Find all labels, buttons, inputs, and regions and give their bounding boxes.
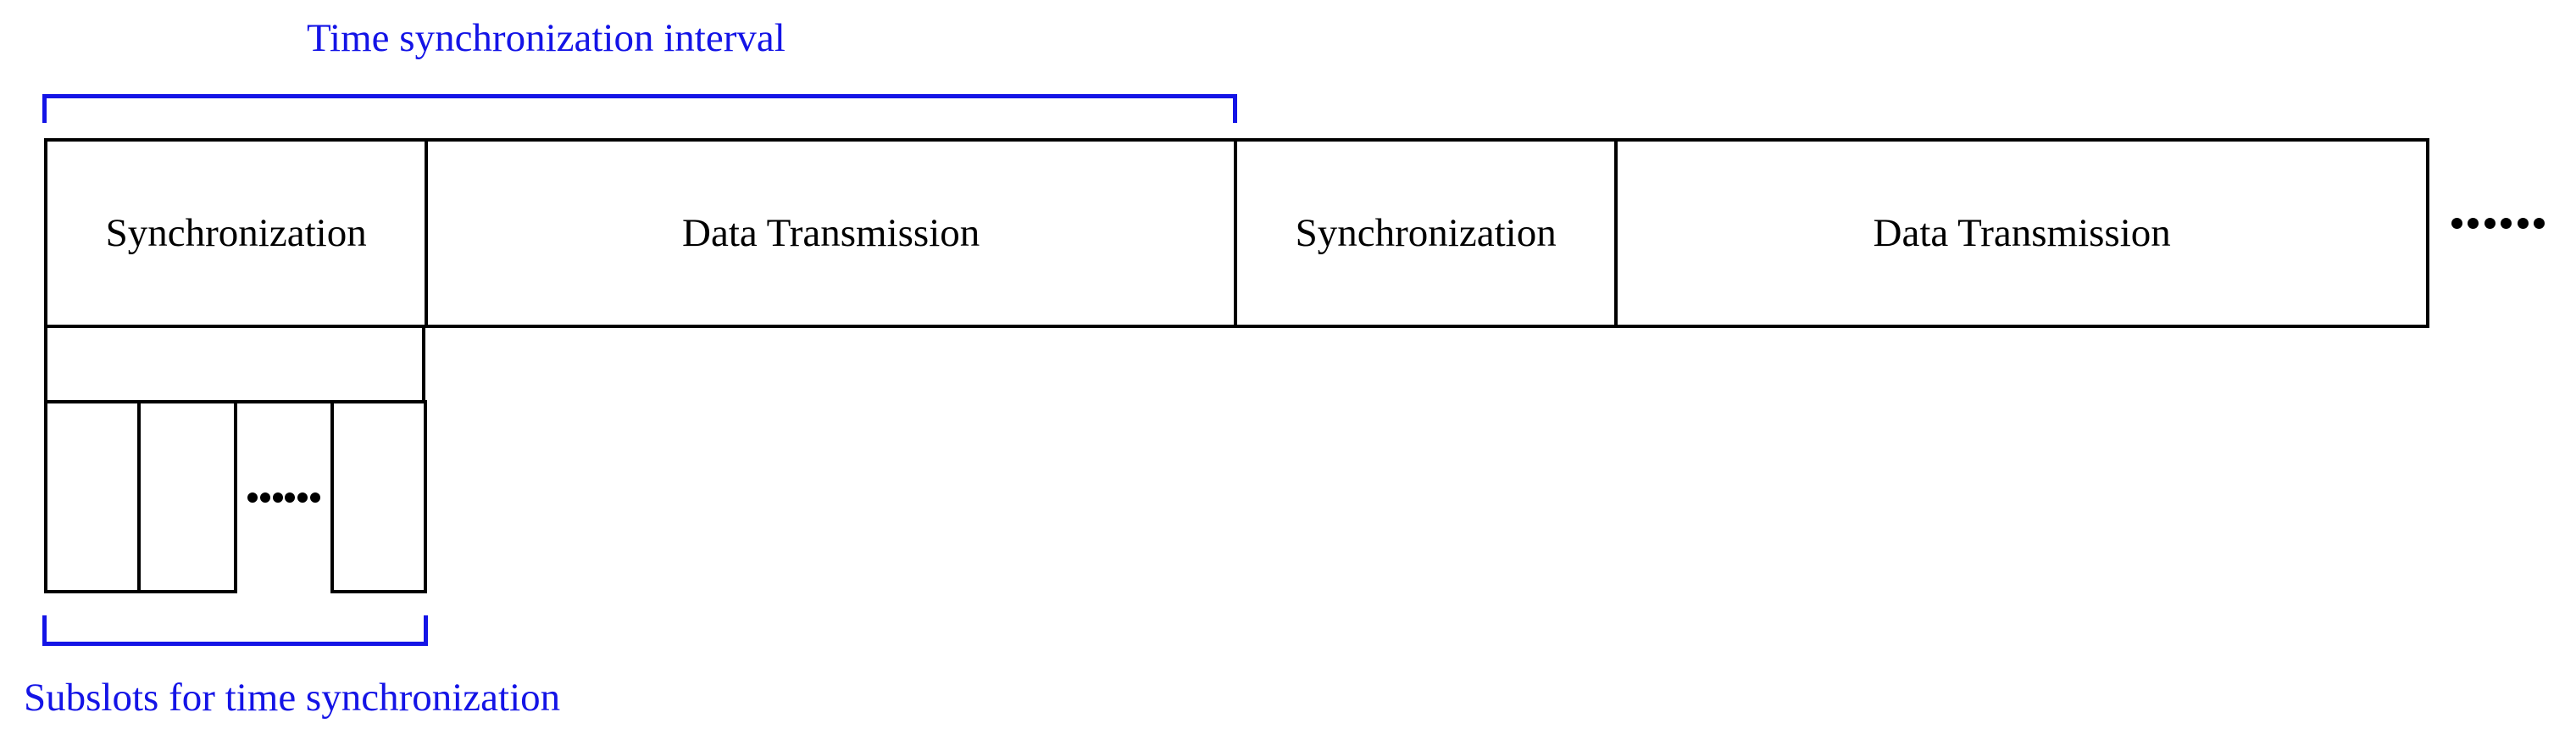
- subslot-box-2[interactable]: [137, 400, 237, 593]
- timeline-cell-synchronization-2[interactable]: Synchronization: [1237, 142, 1618, 325]
- subslots-bracket: [42, 615, 428, 646]
- subslot-box-1[interactable]: [44, 400, 141, 593]
- timeline-frame: Synchronization Data Transmission Synchr…: [44, 138, 2429, 328]
- subslot-continuation-ellipsis-icon: [247, 490, 320, 505]
- subslot-box-3[interactable]: [330, 400, 427, 593]
- time-synchronization-interval-label: Time synchronization interval: [307, 16, 786, 60]
- timeline-cell-label: Synchronization: [105, 210, 367, 255]
- timeline-cell-label: Synchronization: [1295, 210, 1557, 255]
- timeline-cell-label: Data Transmission: [1873, 210, 2171, 255]
- time-synchronization-interval-bracket: [42, 94, 1237, 123]
- timeline-cell-synchronization-1[interactable]: Synchronization: [47, 142, 429, 325]
- synchronization-expansion-box: [44, 325, 425, 403]
- subslots-for-time-synchronization-label: Subslots for time synchronization: [24, 676, 561, 720]
- timeline-cell-data-transmission-2[interactable]: Data Transmission: [1618, 142, 2426, 325]
- timeline-continuation-ellipsis-icon: [2451, 214, 2545, 231]
- timeline-cell-label: Data Transmission: [682, 210, 980, 255]
- timeline-cell-data-transmission-1[interactable]: Data Transmission: [428, 142, 1237, 325]
